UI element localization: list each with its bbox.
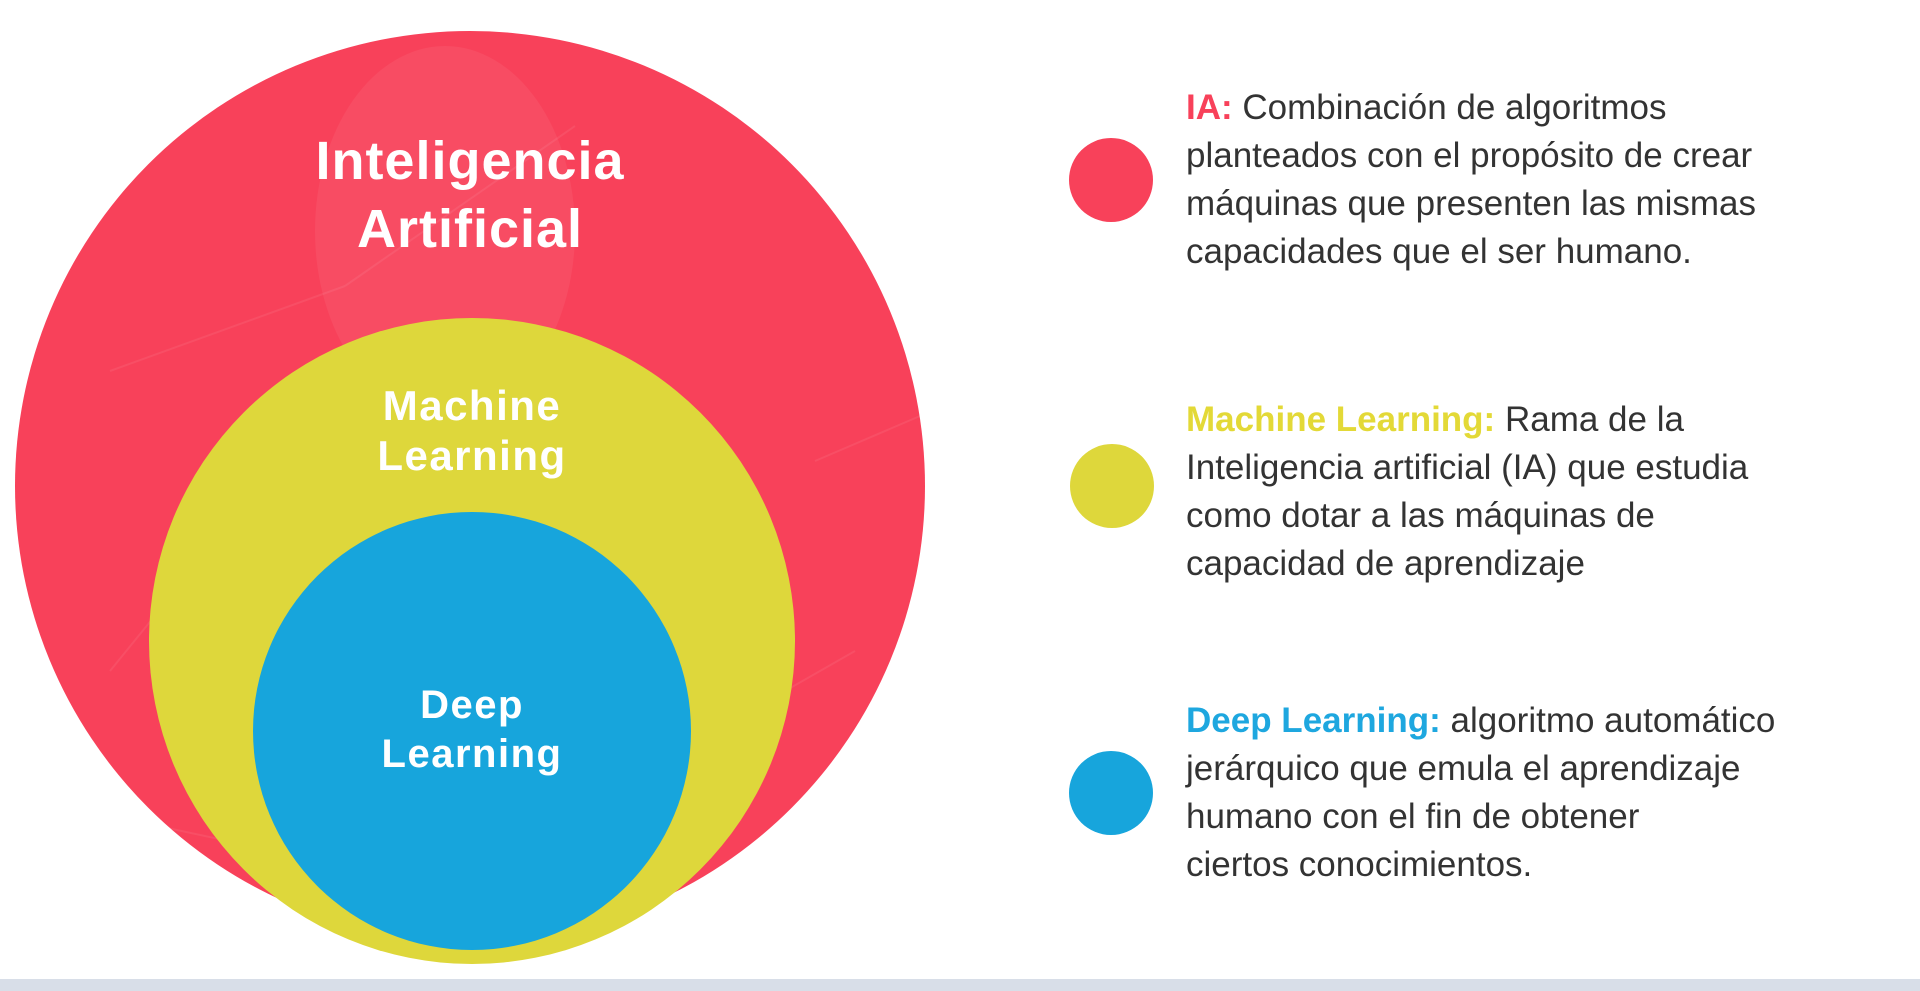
dl-label-line1: Deep: [420, 683, 524, 727]
legend-line-text: Combinación de algoritmos: [1242, 88, 1667, 127]
ai-label-line1: Inteligencia: [315, 131, 625, 191]
legend-line: IA: Combinación de algoritmos: [1186, 84, 1916, 132]
ml-dot-icon: [1070, 444, 1154, 528]
legend-line: jerárquico que emula el aprendizaje: [1186, 749, 1741, 788]
legend-line: Machine Learning: Rama de la: [1186, 396, 1916, 444]
dl-label: Deep Learning: [172, 681, 772, 779]
dl-label-line2: Learning: [381, 732, 563, 776]
legend-line: como dotar a las máquinas de: [1186, 496, 1655, 535]
legend-text-dl: Deep Learning: algoritmo automático jerá…: [1186, 697, 1916, 889]
legend-line: ciertos conocimientos.: [1186, 845, 1533, 884]
legend-line: máquinas que presenten las mismas: [1186, 184, 1757, 223]
legend-line: planteados con el propósito de crear: [1186, 136, 1753, 175]
ai-label: Inteligencia Artificial: [120, 127, 820, 263]
dl-circle: [253, 512, 691, 950]
legend-line: Deep Learning: algoritmo automático: [1186, 697, 1916, 745]
legend-term-dl: Deep Learning:: [1186, 701, 1441, 740]
legend-line-text: Rama de la: [1504, 400, 1684, 439]
legend-text-ml: Machine Learning: Rama de la Inteligenci…: [1186, 396, 1916, 588]
ml-label-line1: Machine: [382, 382, 562, 429]
legend-line-text: algoritmo automático: [1450, 701, 1776, 740]
legend-line: capacidad de aprendizaje: [1186, 544, 1585, 583]
dl-dot-icon: [1069, 751, 1153, 835]
window-edge-bar: [0, 979, 1920, 991]
ia-dot-icon: [1069, 138, 1153, 222]
legend-term-ia: IA:: [1186, 88, 1233, 127]
legend-line: capacidades que el ser humano.: [1186, 232, 1692, 271]
ml-label: Machine Learning: [172, 381, 772, 481]
legend-term-ml: Machine Learning:: [1186, 400, 1496, 439]
ml-label-line2: Learning: [377, 432, 567, 479]
ai-label-line2: Artificial: [356, 199, 584, 259]
legend-line: Inteligencia artificial (IA) que estudia: [1186, 448, 1749, 487]
legend-text-ia: IA: Combinación de algoritmos planteados…: [1186, 84, 1916, 276]
legend-line: humano con el fin de obtener: [1186, 797, 1640, 836]
